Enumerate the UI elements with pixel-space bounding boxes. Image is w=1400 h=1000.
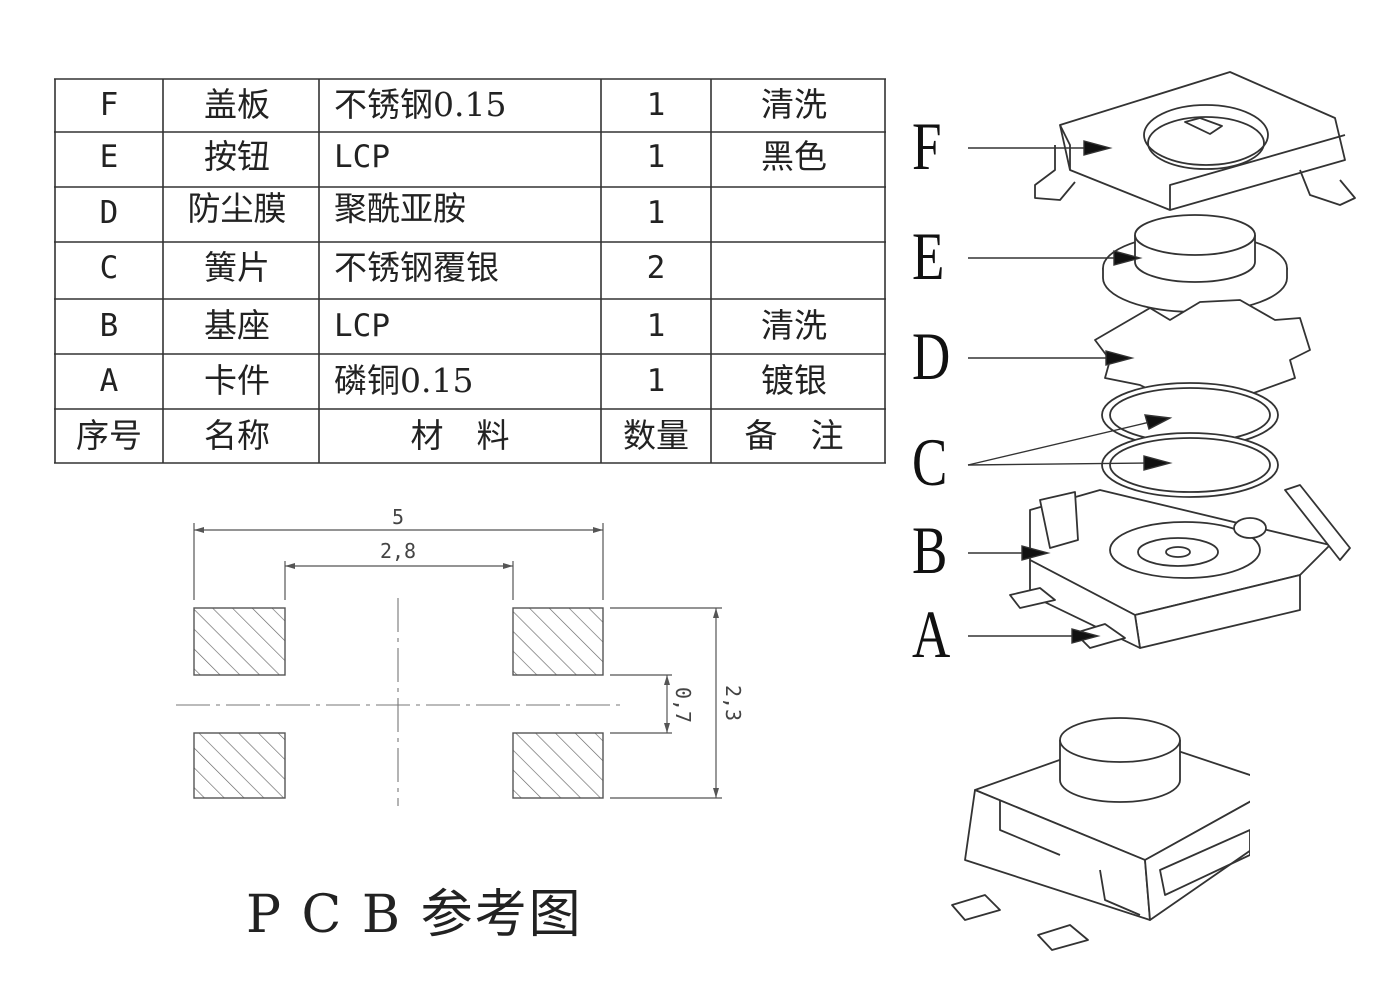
pad-top-right [512,607,604,676]
dust-film-part [1094,299,1311,403]
exploded-view-drawing [967,71,1356,649]
callout-label: F [912,108,942,184]
cell-material: 聚酰亚胺 [334,189,466,228]
dim-inner-gap: 2,8 [380,539,416,563]
table-grid [54,78,886,464]
spring-disc-part [1101,382,1279,498]
cell-no: B [99,308,119,344]
pcb-footprint-drawing: 5 2,8 0,7 2,3 [176,505,745,806]
header-no: 序号 [76,416,142,455]
parts-table: F 盖板 不锈钢0.15 1 清洗 E 按钮 LCP 1 黑色 D 防尘膜 聚酰… [54,78,886,464]
cell-material: 不锈钢0.15 [334,85,507,124]
cell-note: 黑色 [761,137,827,176]
header-note: 备 注 [744,416,844,455]
cell-name: 按钮 [204,137,270,176]
cell-no: E [99,139,119,175]
dim-overall-height: 2,3 [721,685,745,721]
cell-qty: 2 [646,250,666,286]
callout-label: E [912,218,945,294]
cell-name: 防尘膜 [187,189,287,228]
callout-label: A [912,596,951,672]
cell-note: 清洗 [761,306,827,345]
cell-note: 镀银 [761,361,827,400]
pad-bottom-left [193,732,286,799]
cell-qty: 1 [646,308,666,344]
cell-name: 基座 [204,306,270,345]
cell-qty: 1 [646,363,666,399]
cell-qty: 1 [646,195,666,231]
header-material: 材 料 [410,416,510,455]
cell-no: F [99,87,119,123]
cell-no: D [99,195,119,231]
cell-no: A [99,363,119,399]
button-part [1102,214,1288,313]
pad-top-left [193,607,286,676]
cell-material: LCP [334,139,390,175]
cell-material: 不锈钢覆银 [334,248,499,287]
dim-overall-width: 5 [392,505,404,529]
cell-name: 卡件 [204,361,270,400]
callout-label: D [912,318,951,394]
header-qty: 数量 [623,416,689,455]
callout-label: B [912,512,948,588]
base-part [1029,484,1351,649]
cell-material: 磷铜0.15 [334,361,474,400]
cell-name: 簧片 [204,248,270,287]
assembled-switch-drawing [951,717,1250,951]
cell-name: 盖板 [204,85,270,124]
cell-no: C [99,250,119,286]
cell-qty: 1 [646,139,666,175]
cell-material: LCP [334,308,390,344]
cell-qty: 1 [646,87,666,123]
callout-label: C [912,424,948,500]
header-name: 名称 [204,416,270,455]
dim-slot-gap: 0,7 [671,687,695,723]
pcb-title: P C B 参考图 [246,885,583,945]
cover-plate-part [1034,71,1356,283]
cell-note: 清洗 [761,85,827,124]
pad-bottom-right [512,732,604,799]
